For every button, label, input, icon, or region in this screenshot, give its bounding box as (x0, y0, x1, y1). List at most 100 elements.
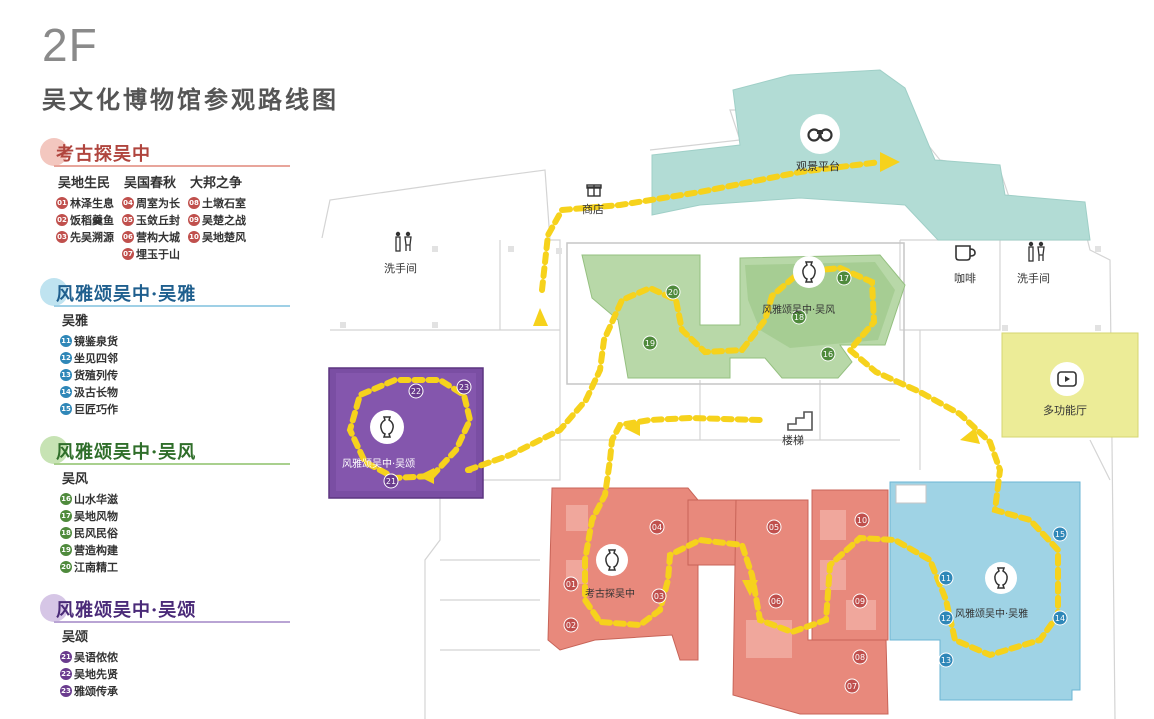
svg-text:18: 18 (794, 313, 804, 322)
map-marker: 22 (408, 383, 424, 399)
svg-text:10: 10 (857, 516, 867, 525)
svg-text:06: 06 (771, 597, 781, 606)
svg-text:23: 23 (459, 383, 469, 392)
map-marker: 02 (563, 617, 579, 633)
video-play-icon (1050, 362, 1084, 396)
svg-text:08: 08 (855, 653, 865, 662)
vase-icon (793, 256, 825, 288)
map-marker: 18 (791, 309, 807, 325)
section-dot (40, 436, 68, 464)
map-marker: 04 (649, 519, 665, 535)
map-marker: 23 (456, 379, 472, 395)
svg-text:04: 04 (652, 523, 662, 532)
section-dot (40, 138, 68, 166)
vase-icon (370, 410, 404, 444)
map-marker: 11 (938, 570, 954, 586)
label-hall-wusong: 风雅颂吴中·吴颂 (342, 459, 416, 470)
vase-icon (596, 544, 628, 576)
map-marker: 12 (938, 610, 954, 626)
gift-icon (585, 180, 603, 198)
coffee-cup-icon (954, 243, 978, 263)
map-marker: 14 (1052, 610, 1068, 626)
svg-text:09: 09 (855, 597, 865, 606)
section-title: 风雅颂吴中·吴雅 (56, 284, 197, 305)
map-marker: 06 (768, 593, 784, 609)
label-hall-wuya: 风雅颂吴中·吴雅 (955, 609, 1029, 620)
label-restroom-left: 洗手间 (384, 262, 417, 275)
svg-text:02: 02 (566, 621, 576, 630)
svg-text:13: 13 (941, 656, 951, 665)
map-marker: 20 (665, 284, 681, 300)
map-marker: 05 (766, 519, 782, 535)
svg-text:19: 19 (645, 339, 655, 348)
map-title: 吴文化博物馆参观路线图 (42, 85, 339, 114)
svg-text:03: 03 (654, 592, 664, 601)
binoculars-icon (800, 114, 840, 154)
map-marker: 16 (820, 346, 836, 362)
svg-text:17: 17 (839, 274, 849, 283)
svg-text:22: 22 (411, 387, 421, 396)
map-marker: 17 (836, 270, 852, 286)
floor-number: 2F (42, 19, 98, 71)
label-hall-archaeology: 考古探吴中 (585, 589, 635, 600)
section-title: 风雅颂吴中·吴颂 (56, 600, 197, 621)
section-dot (40, 278, 68, 306)
section-title: 风雅颂吴中·吴风 (56, 442, 197, 463)
svg-text:11: 11 (941, 574, 951, 583)
svg-text:16: 16 (823, 350, 833, 359)
svg-text:14: 14 (1055, 614, 1065, 623)
restroom-icon (1025, 240, 1047, 264)
section-title: 考古探吴中 (56, 144, 151, 165)
observation-deck-area (651, 69, 1091, 241)
map-marker: 13 (938, 652, 954, 668)
map-marker: 07 (844, 678, 860, 694)
map-marker: 01 (563, 576, 579, 592)
restroom-icon (392, 230, 414, 254)
label-shop: 商店 (582, 203, 604, 216)
svg-text:21: 21 (386, 477, 396, 486)
svg-text:12: 12 (941, 614, 951, 623)
map-marker: 19 (642, 335, 658, 351)
vase-icon (985, 562, 1017, 594)
label-coffee: 咖啡 (954, 272, 976, 285)
map-marker: 08 (852, 649, 868, 665)
wuya-hall-area (889, 481, 1081, 701)
label-hall-wufeng: 风雅颂吴中·吴风 (762, 305, 836, 316)
map-marker: 10 (854, 512, 870, 528)
label-observation-deck: 观景平台 (796, 160, 840, 173)
svg-text:07: 07 (847, 682, 857, 691)
section-dot (40, 594, 68, 622)
map-marker: 03 (651, 588, 667, 604)
map-marker: 09 (852, 593, 868, 609)
